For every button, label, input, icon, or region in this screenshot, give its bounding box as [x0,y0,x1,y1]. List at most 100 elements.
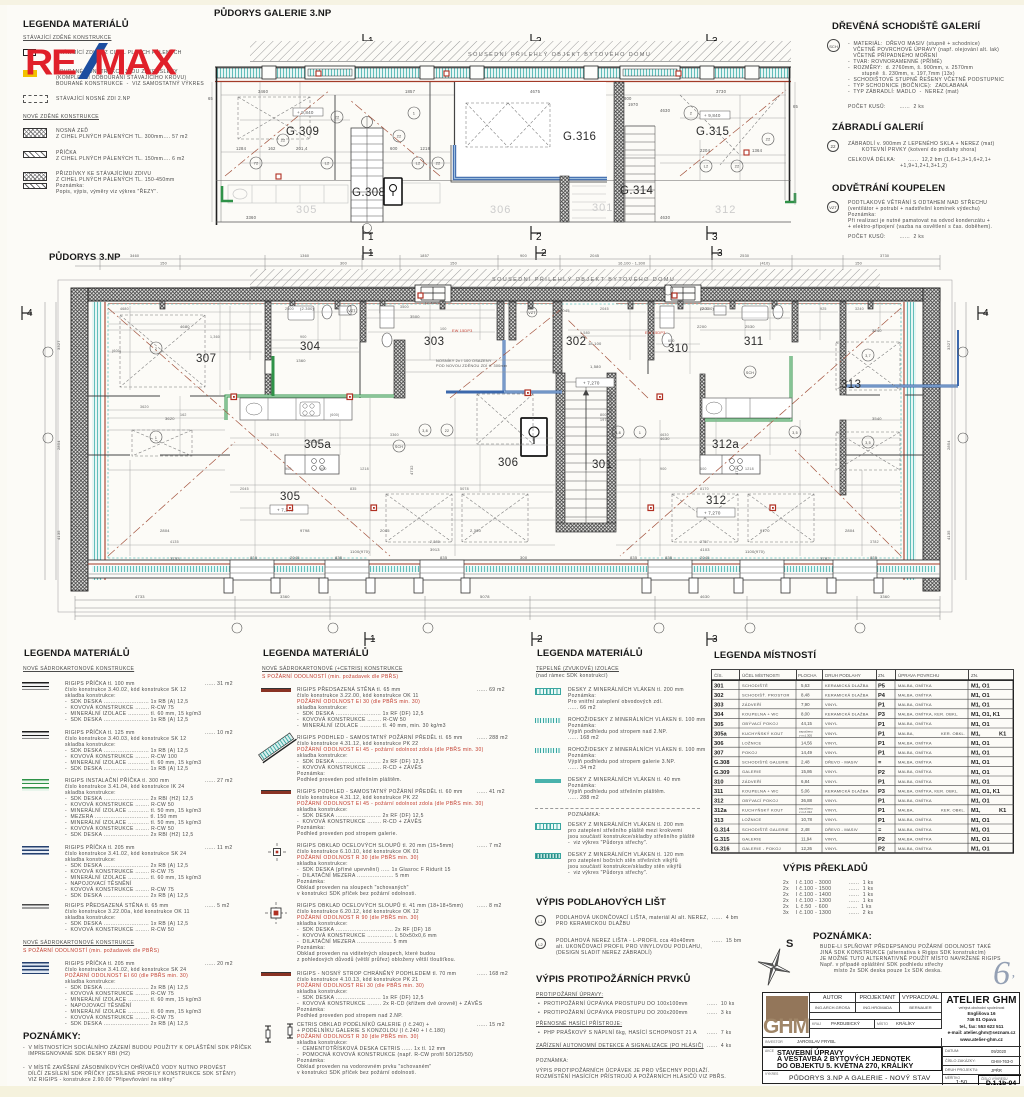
svg-text:4: 4 [27,308,33,319]
svg-text:P1: P1 [878,703,885,709]
svg-text:=: = [878,760,882,766]
svg-text:MALBA, OMÍTKA: MALBA, OMÍTKA [898,779,932,784]
svg-text:8,00: 8,00 [801,712,810,717]
svg-text:KOUPELNA + WC: KOUPELNA + WC [742,712,779,717]
svg-text:2: 2 [690,111,693,116]
svg-text:3,7: 3,7 [865,354,871,358]
svg-text:SCHODIŠŤ. PROSTOR: SCHODIŠŤ. PROSTOR [742,692,790,697]
svg-text:305a: 305a [714,731,727,737]
svg-text:SCH: SCH [746,371,754,375]
svg-text:835: 835 [350,487,357,491]
svg-text:VINYL: VINYL [825,817,838,822]
svg-text:150: 150 [160,262,167,266]
svg-text:MALBA, OMÍTKA, KER. OBKL.: MALBA, OMÍTKA, KER. OBKL. [898,788,959,793]
svg-text:4630: 4630 [660,215,671,220]
svg-text:M1, O1: M1, O1 [971,779,990,785]
svg-text:G.308: G.308 [714,760,730,766]
svg-text:VZT: VZT [528,311,536,315]
svg-text:2: 2 [537,634,543,645]
svg-text:1100(970): 1100(970) [350,549,370,554]
svg-text:2: 2 [155,347,157,351]
svg-text:1360: 1360 [296,358,306,363]
svg-text:P4: P4 [878,693,886,699]
svg-text:+ 7,270: + 7,270 [704,511,721,516]
svg-text:M1, O1: M1, O1 [971,722,990,728]
svg-text:1360: 1360 [300,254,309,258]
svg-text:VINYL: VINYL [825,702,838,707]
svg-text:(600): (600) [330,413,339,417]
svg-text:3460: 3460 [258,89,269,94]
svg-text:+ 9,840: + 9,840 [704,113,721,118]
svg-text:800: 800 [600,413,607,417]
svg-text:MALBA, OMÍTKA: MALBA, OMÍTKA [898,760,932,765]
svg-text:M1, O1: M1, O1 [971,827,990,833]
svg-text:3913: 3913 [430,547,440,552]
svg-text:1218: 1218 [360,467,369,471]
svg-text:GALERIE: GALERIE [742,836,761,841]
svg-text:3782: 3782 [820,556,830,561]
svg-text:NOSNÍKY 2x I 100 OSAZENY: NOSNÍKY 2x I 100 OSAZENY [436,359,492,363]
svg-text:835: 835 [665,555,673,560]
svg-text:2045: 2045 [240,487,249,491]
svg-text:4103: 4103 [700,547,710,552]
svg-text:2530: 2530 [740,254,749,258]
svg-text:311: 311 [714,789,723,795]
svg-text:+ 7,270: + 7,270 [277,508,294,513]
svg-text:ZÁDVEŘÍ: ZÁDVEŘÍ [742,702,762,707]
svg-text:16,100 - 1,300: 16,100 - 1,300 [618,262,645,266]
svg-text:3: 3 [717,248,723,259]
svg-text:MALBA, OMÍTKA: MALBA, OMÍTKA [898,798,932,803]
svg-text:4630: 4630 [660,436,670,441]
svg-text:1: 1 [370,634,376,645]
svg-text:SCHODIŠTĚ: SCHODIŠTĚ [742,683,768,688]
svg-text:307: 307 [196,353,216,365]
svg-text:1970: 1970 [628,102,639,107]
svg-text:G.315: G.315 [696,126,729,138]
svg-text:4630: 4630 [700,594,710,599]
svg-text:2200: 2200 [700,307,709,311]
svg-text:303: 303 [714,703,724,709]
svg-text:2: 2 [536,232,542,243]
svg-text:MALBA,: MALBA, [898,808,914,813]
svg-text:5078: 5078 [460,487,469,491]
svg-text:MALBA, OMÍTKA: MALBA, OMÍTKA [898,740,932,745]
svg-text:VINYL: VINYL [825,808,838,813]
svg-text:3,8: 3,8 [422,429,428,433]
svg-text:300: 300 [340,262,347,266]
svg-text:5078: 5078 [480,594,490,599]
svg-text:L2: L2 [704,164,709,169]
svg-text:65: 65 [208,96,214,101]
svg-text:M1, O1: M1, O1 [971,751,990,757]
svg-text:15,86: 15,86 [801,769,813,774]
svg-text:VZT: VZT [348,309,356,313]
svg-text:G.314: G.314 [714,827,730,833]
svg-text:1284: 1284 [236,146,247,151]
svg-text:306: 306 [490,204,511,216]
svg-text:MALBA, OMÍTKA: MALBA, OMÍTKA [898,702,932,707]
svg-text:P1: P1 [878,722,885,728]
svg-text:v m.č.312: v m.č.312 [799,810,812,814]
svg-text:VINYL: VINYL [825,836,838,841]
svg-text:3620: 3620 [165,416,175,421]
svg-text:304: 304 [714,712,724,718]
svg-text:P1: P1 [878,741,885,747]
svg-text:310: 310 [668,343,688,355]
svg-text:2757: 2757 [700,540,709,544]
svg-text:VINYL: VINYL [825,731,838,736]
svg-text:313: 313 [841,379,861,391]
svg-text:22: 22 [735,164,740,169]
svg-text:4680: 4680 [120,307,129,311]
svg-text:3327: 3327 [946,340,951,350]
svg-text:M1, O1: M1, O1 [971,683,990,689]
svg-text:312: 312 [706,495,726,507]
svg-text:650: 650 [668,339,675,343]
svg-text:KERAMICKÁ DLAŽBA: KERAMICKÁ DLAŽBA [825,712,869,717]
svg-text:12,26: 12,26 [801,846,813,851]
svg-text:22: 22 [445,429,449,433]
svg-text:3730: 3730 [880,254,889,258]
svg-text:18,198,17/250: 18,198,17/250 [608,391,613,420]
svg-text:VINYL: VINYL [825,721,838,726]
svg-text:4733: 4733 [135,594,145,599]
svg-text:MALBA, OMÍTKA: MALBA, OMÍTKA [898,769,932,774]
svg-text:DŘEVO - MASIV: DŘEVO - MASIV [825,827,858,832]
